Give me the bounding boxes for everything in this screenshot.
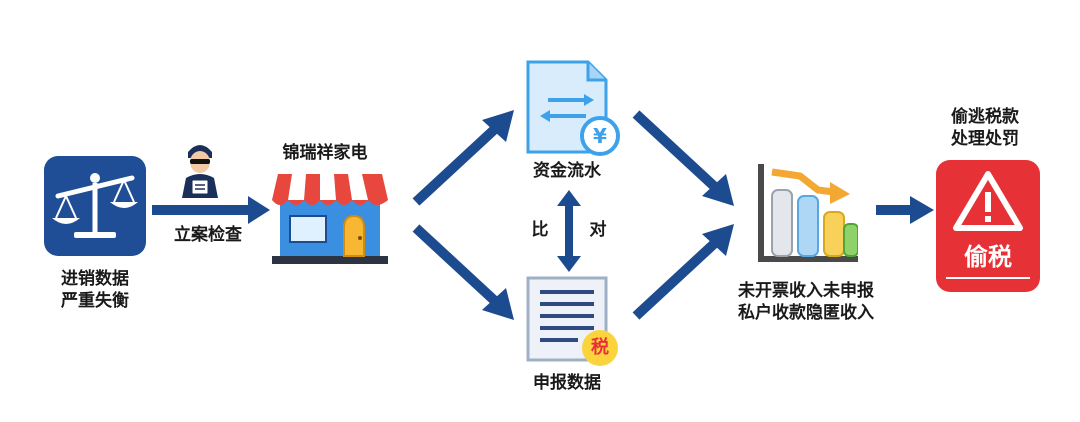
funds-document-icon: ¥ [522, 60, 624, 160]
hidden-income-line2: 私户收款隐匿收入 [738, 303, 874, 323]
penalty-badge-text: 偷税 [964, 243, 1012, 271]
arrow-to-store [152, 196, 270, 224]
penalty-badge: 偷税 [936, 160, 1040, 292]
scale-label-line1: 进销数据 [61, 269, 129, 289]
scale-label: 进销数据 严重失衡 [40, 268, 150, 312]
declining-chart-icon [748, 162, 858, 266]
compare-char-right: 对 [589, 220, 607, 240]
penalty-label: 偷逃税款 处理处罚 [930, 106, 1040, 150]
inspection-label: 立案检查 [174, 225, 242, 245]
yuan-icon: ¥ [593, 124, 607, 148]
scale-icon [44, 156, 146, 256]
declaration-document-icon: 税 [524, 276, 626, 370]
inspector-icon [178, 140, 222, 200]
hidden-income-line1: 未开票收入未申报 [738, 281, 874, 301]
penalty-line1: 偷逃税款 [951, 107, 1019, 127]
penalty-line2: 处理处罚 [951, 129, 1019, 149]
arrow-store-to-declaration [410, 222, 516, 322]
scale-label-line2: 严重失衡 [61, 291, 129, 311]
arrow-declaration-to-chart [630, 222, 736, 322]
compare-double-arrow [557, 190, 581, 272]
hidden-income-label: 未开票收入未申报 私户收款隐匿收入 [718, 280, 894, 324]
arrow-funds-to-chart [630, 108, 736, 208]
funds-label: 资金流水 [533, 161, 601, 181]
arrow-store-to-funds [410, 108, 516, 208]
arrow-to-penalty [876, 196, 934, 224]
store-name: 锦瑞祥家电 [282, 143, 368, 163]
declaration-label: 申报数据 [533, 373, 601, 393]
tax-badge: 税 [591, 337, 609, 358]
compare-char-left: 比 [531, 220, 549, 240]
store-icon [272, 170, 388, 266]
